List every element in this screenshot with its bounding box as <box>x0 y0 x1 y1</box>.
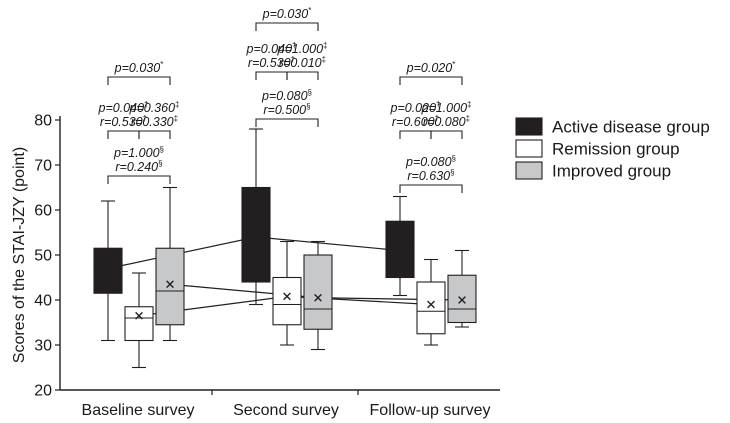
box-rect <box>93 247 123 294</box>
legend-swatch-1 <box>515 117 543 136</box>
y-tick-label: 20 <box>34 383 52 400</box>
significance-annotation: p=0.360‡r=0.330‡ <box>129 100 180 139</box>
annotation-text: p=0.040† <box>246 41 297 56</box>
annotation-text: p=0.040† <box>98 100 149 115</box>
annotation-text: r=0.330‡ <box>131 114 178 129</box>
significance-bracket <box>255 22 319 31</box>
significance-annotation: p=0.080§r=0.500§ <box>255 88 319 127</box>
legend-swatch-2 <box>515 139 543 158</box>
significance-bracket <box>399 130 432 139</box>
significance-bracket <box>255 71 288 80</box>
y-tick-label: 60 <box>34 203 52 220</box>
annotation-text: p=0.020† <box>390 100 441 115</box>
box-3-3 <box>447 249 477 328</box>
annotation-text: p=1.000‡ <box>277 41 328 56</box>
box-3-2 <box>303 240 333 351</box>
box-rect <box>241 186 271 283</box>
y-tick-label: 30 <box>34 338 52 355</box>
y-axis-title: Scores of the STAI-JZY (point) <box>11 147 28 363</box>
significance-bracket <box>430 130 463 139</box>
mean-marker <box>427 300 435 309</box>
annotation-text: p=0.080§ <box>405 154 456 169</box>
y-tick-label: 80 <box>34 113 52 130</box>
significance-bracket <box>286 71 319 80</box>
annotation-text: r=0.500§ <box>263 102 310 117</box>
significance-annotation: p=0.030* <box>255 6 319 31</box>
significance-bracket <box>399 184 463 193</box>
significance-bracket <box>399 76 463 85</box>
box-rect <box>447 274 477 324</box>
plot-area: p=0.030*p=0.040†r=0.530†p=0.360‡r=0.330‡… <box>93 6 477 369</box>
x-category-label: Second survey <box>233 402 339 419</box>
mean-marker <box>166 280 174 289</box>
box-3-1 <box>155 186 185 342</box>
box-1-2 <box>241 128 271 306</box>
box-rect <box>385 220 415 279</box>
annotation-text: r=0.630§ <box>407 168 454 183</box>
annotation-text: r=0.240§ <box>115 159 162 174</box>
box-rect <box>303 254 333 330</box>
significance-annotation: p=1.000‡r=0.080‡ <box>421 100 472 139</box>
significance-annotation: p=0.040†r=0.530† <box>98 100 149 139</box>
mean-marker <box>314 293 322 302</box>
box-2-2 <box>272 240 302 346</box>
box-2-1 <box>124 272 154 369</box>
box-rect <box>155 247 185 326</box>
annotation-text: r=0.600† <box>392 114 439 129</box>
box-2-3 <box>416 258 446 346</box>
significance-bracket <box>138 130 171 139</box>
x-category-label: Baseline survey <box>82 402 195 419</box>
legend-label-3: Improved group <box>552 162 671 181</box>
box-rect <box>124 306 154 342</box>
significance-annotation: p=0.080§r=0.630§ <box>399 154 463 193</box>
y-tick-label: 50 <box>34 248 52 265</box>
legend-label-1: Active disease group <box>552 118 710 137</box>
annotation-text: p=0.360‡ <box>129 100 180 115</box>
mean-marker <box>283 292 291 301</box>
significance-annotation: p=0.020* <box>399 60 463 85</box>
box-1-3 <box>385 195 415 297</box>
annotation-text: p=0.030* <box>114 60 164 75</box>
box-rect <box>416 281 446 335</box>
annotation-text: r=0.010‡ <box>279 55 326 70</box>
annotation-text: p=0.080§ <box>261 88 312 103</box>
significance-annotation: p=0.030* <box>107 60 171 85</box>
significance-annotation: p=0.020†r=0.600† <box>390 100 441 139</box>
annotation-text: r=0.080‡ <box>423 114 470 129</box>
annotation-text: p=1.000‡ <box>421 100 472 115</box>
annotation-text: r=0.530† <box>248 55 295 70</box>
box-rect <box>272 276 302 326</box>
box-1-1 <box>93 200 123 342</box>
y-tick-label: 40 <box>34 293 52 310</box>
significance-bracket <box>107 76 171 85</box>
significance-annotation: p=0.040†r=0.530† <box>246 41 297 80</box>
legend-swatch-3 <box>515 161 543 180</box>
annotation-text: r=0.530† <box>100 114 147 129</box>
annotation-text: p=0.020* <box>406 60 456 75</box>
legend-label-2: Remission group <box>552 140 680 159</box>
annotation-text: p=0.030* <box>262 6 312 21</box>
significance-bracket <box>107 175 171 184</box>
mean-marker <box>135 311 143 320</box>
significance-annotation: p=1.000§r=0.240§ <box>107 145 171 184</box>
significance-bracket <box>107 130 140 139</box>
significance-bracket <box>255 118 319 127</box>
mean-marker <box>458 296 466 304</box>
x-category-label: Follow-up survey <box>370 402 491 419</box>
annotation-text: p=1.000§ <box>113 145 164 160</box>
significance-annotation: p=1.000‡r=0.010‡ <box>277 41 328 80</box>
y-tick-label: 70 <box>34 158 52 175</box>
